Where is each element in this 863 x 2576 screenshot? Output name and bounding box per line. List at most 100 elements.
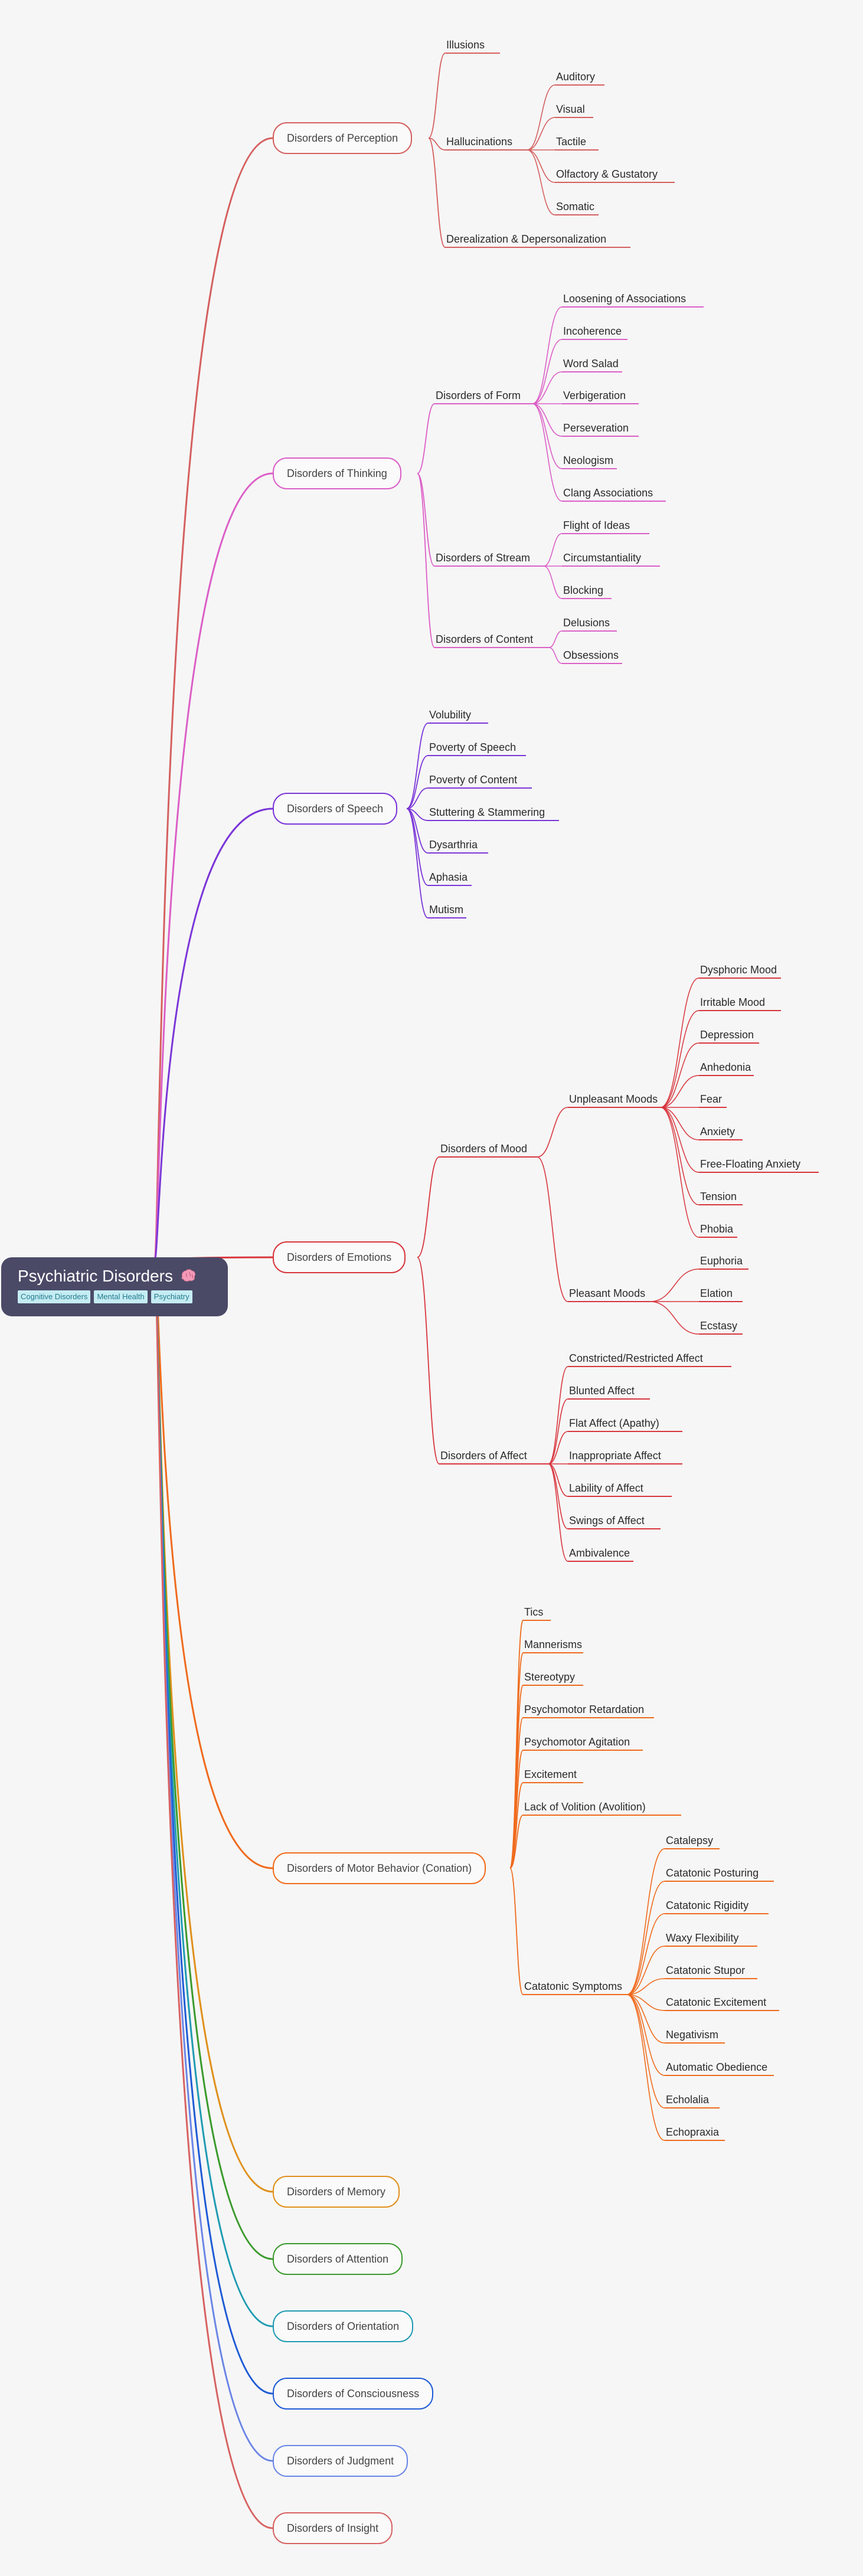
edge-disorders-of-content <box>417 473 435 648</box>
node-stuttering-stammering[interactable]: Stuttering & Stammering <box>429 806 545 818</box>
node-blocking[interactable]: Blocking <box>563 584 604 596</box>
root-title: Psychiatric Disorders <box>18 1267 173 1285</box>
node-catatonic-stupor[interactable]: Catatonic Stupor <box>666 1964 746 1976</box>
tag-cognitive-disorders[interactable]: Cognitive Disorders <box>18 1290 91 1303</box>
node-dysphoric-mood[interactable]: Dysphoric Mood <box>700 964 777 976</box>
branch-disorders-of-speech[interactable]: Disorders of Speech <box>273 793 398 825</box>
node-psychomotor-retardation[interactable]: Psychomotor Retardation <box>524 1704 645 1715</box>
node-euphoria[interactable]: Euphoria <box>700 1255 743 1267</box>
node-incoherence[interactable]: Incoherence <box>563 325 622 337</box>
node-constricted-restricted-affect[interactable]: Constricted/Restricted Affect <box>569 1352 703 1364</box>
node-disorders-of-mood[interactable]: Disorders of Mood <box>440 1143 528 1155</box>
node-catalepsy[interactable]: Catalepsy <box>666 1835 714 1846</box>
node-irritable-mood[interactable]: Irritable Mood <box>700 996 766 1008</box>
node-lability-of-affect[interactable]: Lability of Affect <box>569 1482 643 1494</box>
branch-disorders-of-motor-behavior-conation[interactable]: Disorders of Motor Behavior (Conation) <box>273 1852 486 1884</box>
edge-catatonic-symptoms <box>509 1868 524 1995</box>
node-automatic-obedience[interactable]: Automatic Obedience <box>666 2061 768 2073</box>
edge-echopraxia <box>626 1994 665 2141</box>
node-dysarthria[interactable]: Dysarthria <box>429 839 478 851</box>
node-disorders-of-form[interactable]: Disorders of Form <box>436 390 521 401</box>
node-catatonic-excitement[interactable]: Catatonic Excitement <box>666 1996 767 2008</box>
node-stereotypy[interactable]: Stereotypy <box>524 1671 576 1683</box>
node-blunted-affect[interactable]: Blunted Affect <box>569 1385 635 1397</box>
node-perseveration[interactable]: Perseveration <box>563 422 629 434</box>
node-verbigeration[interactable]: Verbigeration <box>563 390 626 401</box>
node-tension[interactable]: Tension <box>700 1191 737 1202</box>
edge-swings-of-affect <box>548 1463 568 1529</box>
edge-blocking <box>543 565 563 599</box>
node-derealization-depersonalization[interactable]: Derealization & Depersonalization <box>446 233 607 245</box>
node-lack-of-volition-avolition[interactable]: Lack of Volition (Avolition) <box>524 1801 646 1813</box>
node-catatonic-posturing[interactable]: Catatonic Posturing <box>666 1867 759 1879</box>
node-inappropriate-affect[interactable]: Inappropriate Affect <box>569 1450 661 1462</box>
node-disorders-of-stream[interactable]: Disorders of Stream <box>436 552 531 564</box>
node-tactile[interactable]: Tactile <box>556 136 587 148</box>
node-volubility[interactable]: Volubility <box>429 709 472 721</box>
edge-automatic-obedience <box>626 1994 665 2076</box>
edge-poverty-of-speech <box>406 755 429 809</box>
node-negativism[interactable]: Negativism <box>666 2029 719 2041</box>
branch-disorders-of-perception[interactable]: Disorders of Perception <box>273 122 413 154</box>
node-mannerisms[interactable]: Mannerisms <box>524 1639 583 1650</box>
branch-disorders-of-judgment[interactable]: Disorders of Judgment <box>273 2445 408 2477</box>
tag-psychiatry[interactable]: Psychiatry <box>151 1290 192 1303</box>
node-auditory[interactable]: Auditory <box>556 71 596 83</box>
node-phobia[interactable]: Phobia <box>700 1223 734 1235</box>
node-hallucinations[interactable]: Hallucinations <box>446 136 513 148</box>
node-illusions[interactable]: Illusions <box>446 39 485 51</box>
node-flat-affect-apathy[interactable]: Flat Affect (Apathy) <box>569 1417 659 1429</box>
node-echolalia[interactable]: Echolalia <box>666 2094 710 2106</box>
node-somatic[interactable]: Somatic <box>556 201 595 213</box>
edge-excitement <box>509 1782 524 1869</box>
branch-disorders-of-emotions[interactable]: Disorders of Emotions <box>273 1241 406 1273</box>
edge-incoherence <box>532 339 563 404</box>
node-echopraxia[interactable]: Echopraxia <box>666 2126 720 2138</box>
edge-auditory <box>527 84 555 151</box>
node-obsessions[interactable]: Obsessions <box>563 649 619 661</box>
branch-disorders-of-orientation[interactable]: Disorders of Orientation <box>273 2310 414 2342</box>
node-pleasant-moods[interactable]: Pleasant Moods <box>569 1287 646 1299</box>
node-ambivalence[interactable]: Ambivalence <box>569 1547 630 1559</box>
node-catatonic-symptoms[interactable]: Catatonic Symptoms <box>524 1980 623 1992</box>
root-node[interactable]: Psychiatric Disorders Cognitive Disorder… <box>1 1257 228 1316</box>
edge-visual <box>527 117 555 151</box>
branch-disorders-of-consciousness[interactable]: Disorders of Consciousness <box>273 2378 434 2410</box>
node-circumstantiality[interactable]: Circumstantiality <box>563 552 642 564</box>
node-disorders-of-content[interactable]: Disorders of Content <box>436 633 534 645</box>
node-clang-associations[interactable]: Clang Associations <box>563 487 653 499</box>
node-anhedonia[interactable]: Anhedonia <box>700 1061 751 1073</box>
branch-disorders-of-memory[interactable]: Disorders of Memory <box>273 2176 400 2208</box>
node-visual[interactable]: Visual <box>556 103 585 115</box>
node-word-salad[interactable]: Word Salad <box>563 358 619 370</box>
node-waxy-flexibility[interactable]: Waxy Flexibility <box>666 1932 739 1944</box>
node-loosening-of-associations[interactable]: Loosening of Associations <box>563 293 687 305</box>
node-excitement[interactable]: Excitement <box>524 1768 577 1780</box>
node-mutism[interactable]: Mutism <box>429 904 463 916</box>
node-neologism[interactable]: Neologism <box>563 455 614 466</box>
node-unpleasant-moods[interactable]: Unpleasant Moods <box>569 1093 658 1105</box>
node-fear[interactable]: Fear <box>700 1093 723 1105</box>
node-aphasia[interactable]: Aphasia <box>429 871 468 883</box>
node-poverty-of-content[interactable]: Poverty of Content <box>429 774 518 786</box>
node-delusions[interactable]: Delusions <box>563 617 610 629</box>
node-flight-of-ideas[interactable]: Flight of Ideas <box>563 519 630 531</box>
branch-disorders-of-insight[interactable]: Disorders of Insight <box>273 2512 393 2544</box>
branch-disorders-of-thinking[interactable]: Disorders of Thinking <box>273 457 401 489</box>
node-anxiety[interactable]: Anxiety <box>700 1126 735 1137</box>
node-poverty-of-speech[interactable]: Poverty of Speech <box>429 741 517 753</box>
node-depression[interactable]: Depression <box>700 1029 754 1041</box>
edge-tension <box>660 1107 699 1205</box>
node-psychomotor-agitation[interactable]: Psychomotor Agitation <box>524 1736 630 1748</box>
tag-mental-health[interactable]: Mental Health <box>94 1290 148 1303</box>
edge-disorders-of-form <box>417 403 435 474</box>
node-ecstasy[interactable]: Ecstasy <box>700 1320 738 1332</box>
node-disorders-of-affect[interactable]: Disorders of Affect <box>440 1450 527 1462</box>
node-swings-of-affect[interactable]: Swings of Affect <box>569 1515 645 1526</box>
node-olfactory-gustatory[interactable]: Olfactory & Gustatory <box>556 168 658 180</box>
node-free-floating-anxiety[interactable]: Free-Floating Anxiety <box>700 1158 801 1170</box>
branch-disorders-of-attention[interactable]: Disorders of Attention <box>273 2243 403 2275</box>
node-elation[interactable]: Elation <box>700 1287 733 1299</box>
node-tics[interactable]: Tics <box>524 1606 544 1618</box>
node-catatonic-rigidity[interactable]: Catatonic Rigidity <box>666 1900 749 1911</box>
